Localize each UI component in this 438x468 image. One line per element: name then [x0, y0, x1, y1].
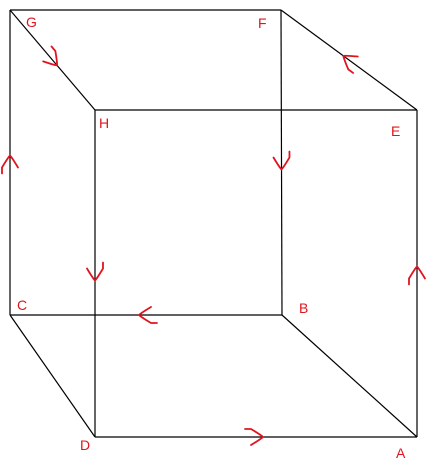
arrow-b-to-c-icon: [138, 306, 158, 324]
vertex-label-h: H: [99, 115, 110, 131]
vertex-label-g: G: [26, 14, 37, 30]
arrow-e-to-f-icon: [342, 54, 359, 74]
edge-f-e: [280, 9, 418, 111]
edge-b-a: [281, 314, 418, 438]
arrow-c-to-g-icon: [1, 154, 19, 175]
edge-g-h: [9, 9, 96, 111]
arrow-h-to-d-icon: [86, 261, 104, 282]
vertex-label-f: F: [258, 15, 267, 31]
vertex-label-b: B: [299, 300, 309, 316]
arrow-f-to-b-icon: [272, 150, 291, 171]
direction-arrows: [1, 45, 426, 446]
vertex-label-d: D: [80, 437, 91, 453]
arrow-g-to-h-icon: [42, 45, 58, 67]
arrow-d-to-a-icon: [244, 428, 264, 446]
vertex-label-e: E: [391, 123, 401, 139]
edge-f-b: [280, 9, 283, 316]
cube-edges: [9, 9, 418, 438]
edge-c-d: [9, 314, 96, 438]
arrow-a-to-e-icon: [408, 265, 426, 286]
vertex-label-a: A: [396, 445, 406, 461]
vertex-label-c: C: [17, 297, 28, 313]
